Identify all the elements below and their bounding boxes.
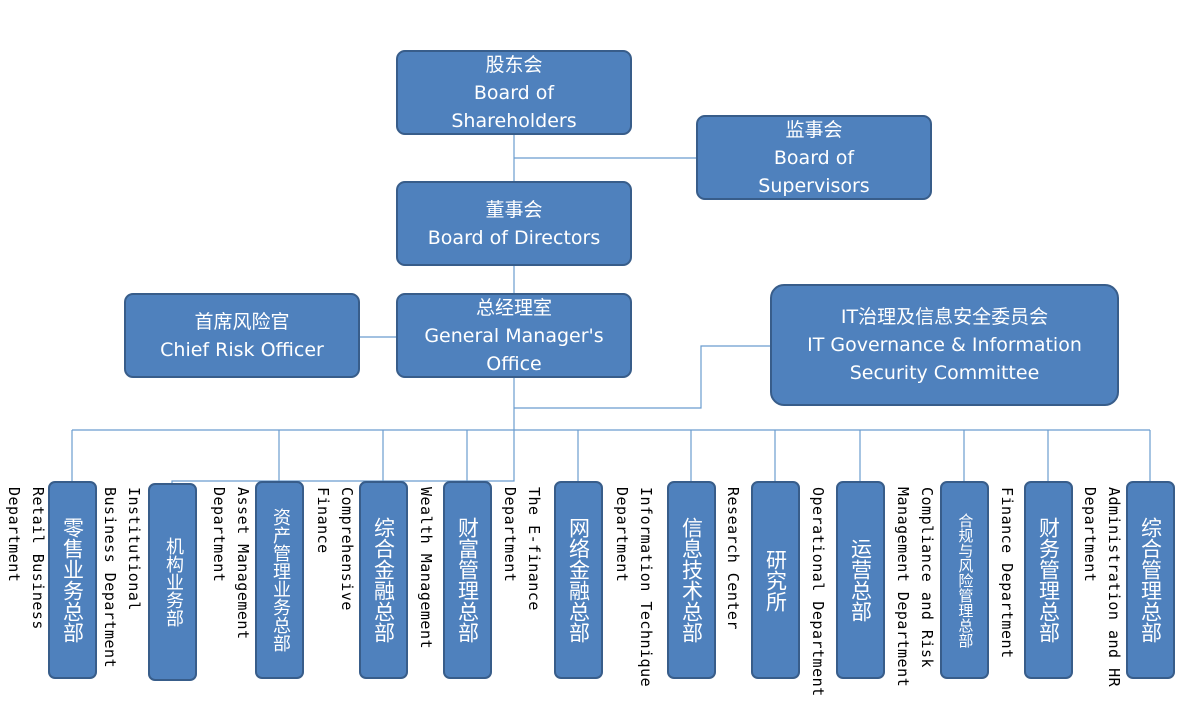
directors-en: Board of Directors <box>427 226 601 249</box>
dept-name-institutional: 机构业务部 <box>162 537 184 627</box>
supervisors-cn: 监事会 <box>785 118 843 141</box>
general-manager-box: 总经理室 General Manager's Office <box>396 293 632 378</box>
dept-en-institutional: Institutional Business Department <box>101 487 143 669</box>
it-committee-cn: IT治理及信息安全委员会 <box>840 306 1049 328</box>
supervisors-en-line2: Supervisors <box>758 174 870 197</box>
dept-box-institutional: 机构业务部 <box>148 483 197 681</box>
shareholders-box: 股东会 Board of Shareholders <box>396 50 632 135</box>
gm-en-line2: Office <box>486 352 542 375</box>
dept-name-retail: 零售业务总部 <box>60 517 85 643</box>
directors-box: 董事会 Board of Directors <box>396 181 632 266</box>
dept-en-e-finance: The E-finance Department <box>501 487 543 611</box>
dept-en-finance: Finance Department <box>998 487 1016 659</box>
cro-cn: 首席风险官 <box>194 310 290 333</box>
dept-name-information-technique: 信息技术总部 <box>679 517 704 643</box>
dept-en-wealth-management: Wealth Management <box>417 487 435 650</box>
dept-name-wealth-management: 财富管理总部 <box>455 517 480 643</box>
dept-box-asset-management: 资产管理业务总部 <box>255 481 304 679</box>
dept-name-research: 研究所 <box>763 548 788 612</box>
dept-en-research: Research Center <box>724 487 742 630</box>
dept-en-asset-management: Asset Management Department <box>210 487 252 640</box>
supervisors-en-line1: Board of <box>773 146 855 169</box>
dept-name-comprehensive-finance: 综合金融总部 <box>371 517 396 643</box>
shareholders-en-line1: Board of <box>473 81 555 104</box>
dept-en-administration-hr: Administration and HR Department <box>1081 487 1123 688</box>
dept-box-operational: 运营总部 <box>836 481 885 679</box>
gm-cn: 总经理室 <box>475 296 552 319</box>
it-committee-en-line2: Security Committee <box>849 362 1040 384</box>
dept-name-finance: 财务管理总部 <box>1036 517 1061 643</box>
it-committee-en-line1: IT Governance & Information <box>807 334 1082 356</box>
dept-box-e-finance: 网络金融总部 <box>554 481 603 679</box>
dept-en-comprehensive-finance: Comprehensive Finance <box>314 487 356 611</box>
it-committee-box: IT治理及信息安全委员会 IT Governance & Information… <box>770 284 1119 406</box>
directors-cn: 董事会 <box>485 198 543 221</box>
chief-risk-officer-box: 首席风险官 Chief Risk Officer <box>124 293 360 378</box>
shareholders-en-line2: Shareholders <box>451 109 577 132</box>
dept-en-retail: Retail Business Department <box>5 487 47 630</box>
dept-box-wealth-management: 财富管理总部 <box>443 481 492 679</box>
dept-name-administration-hr: 综合管理总部 <box>1138 517 1163 643</box>
dept-box-comprehensive-finance: 综合金融总部 <box>359 481 408 679</box>
dept-box-administration-hr: 综合管理总部 <box>1126 481 1175 679</box>
gm-en-line1: General Manager's <box>424 324 604 347</box>
dept-name-compliance-risk: 合规与风险管理总部 <box>956 512 975 648</box>
dept-box-finance: 财务管理总部 <box>1024 481 1073 679</box>
dept-box-research: 研究所 <box>751 481 800 679</box>
dept-box-retail: 零售业务总部 <box>48 481 97 679</box>
dept-name-e-finance: 网络金融总部 <box>566 517 591 643</box>
dept-name-asset-management: 资产管理业务总部 <box>269 508 291 652</box>
dept-en-compliance-risk: Compliance and Risk Management Departmen… <box>894 487 936 688</box>
shareholders-cn: 股东会 <box>485 53 543 76</box>
dept-box-compliance-risk: 合规与风险管理总部 <box>940 481 989 679</box>
cro-en: Chief Risk Officer <box>160 338 324 361</box>
dept-box-information-technique: 信息技术总部 <box>667 481 716 679</box>
dept-en-information-technique: Information Technique Department <box>613 487 655 688</box>
dept-name-operational: 运营总部 <box>848 538 873 622</box>
supervisors-box: 监事会 Board of Supervisors <box>696 115 932 200</box>
dept-en-operational: Operational Department <box>809 487 827 697</box>
